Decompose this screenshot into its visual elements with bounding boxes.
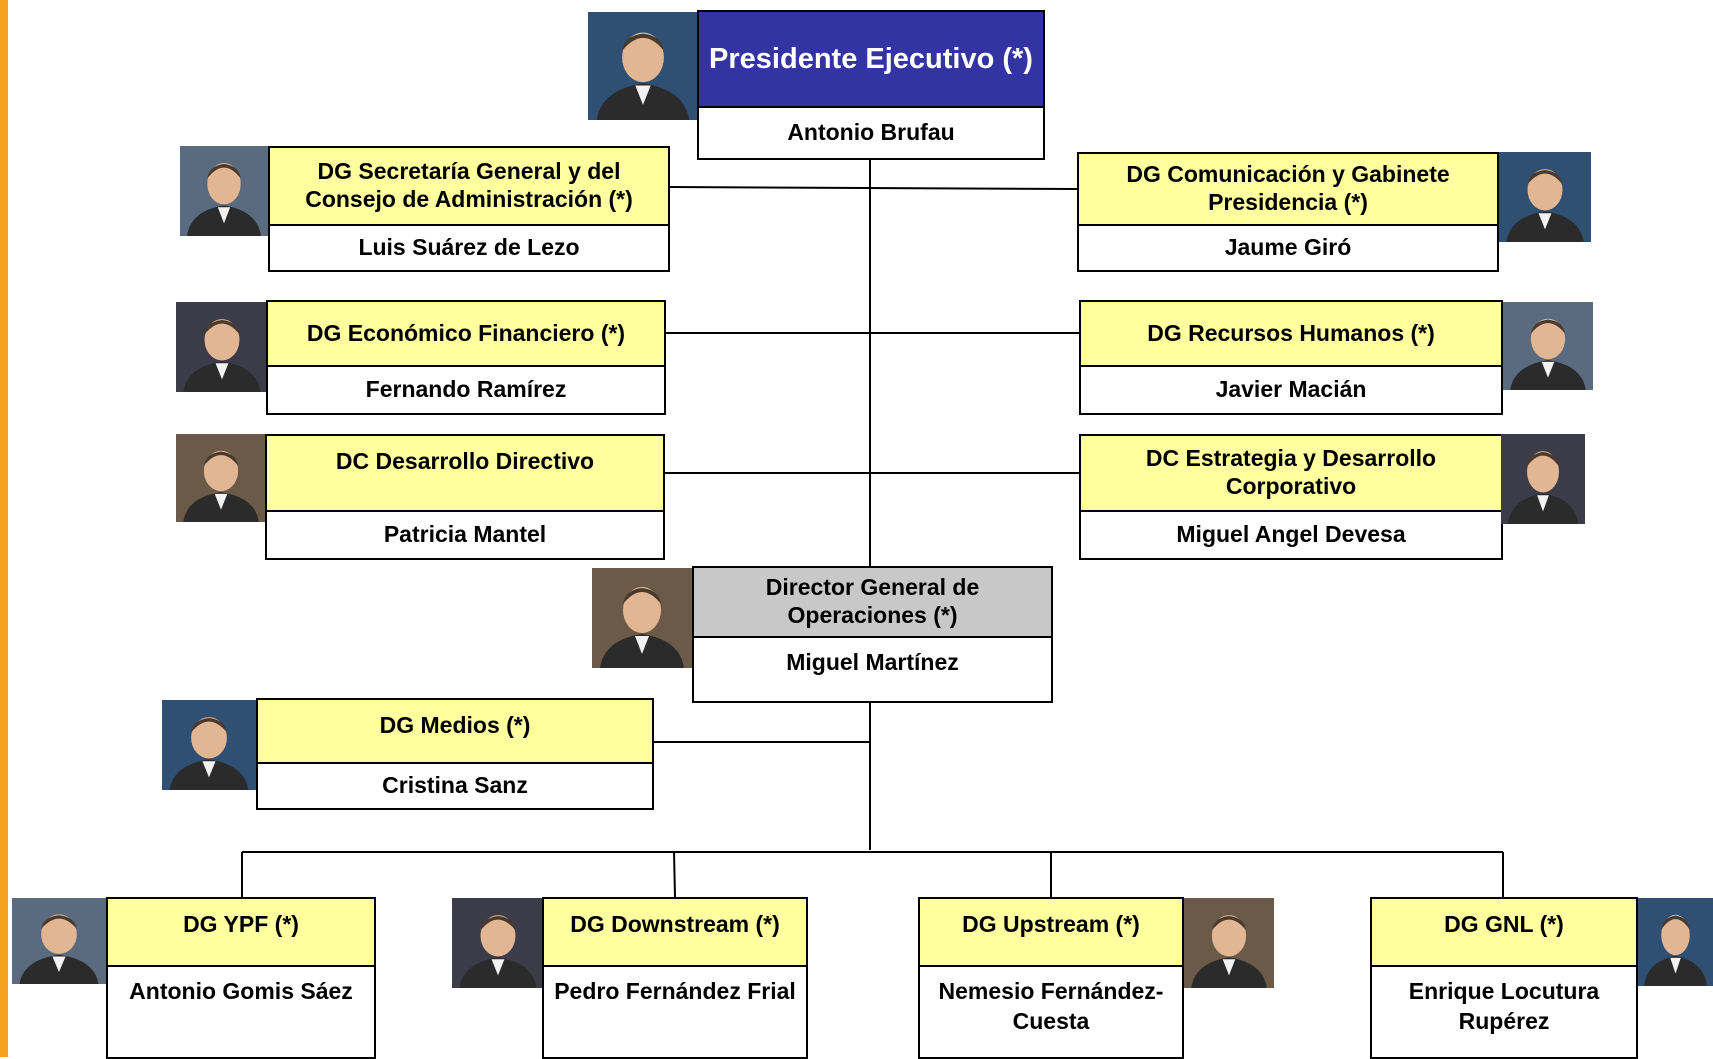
unit-name: Pedro Fernández Frial bbox=[542, 967, 808, 1059]
operations-title: Director General de Operaciones (*) bbox=[692, 566, 1053, 638]
president-title: Presidente Ejecutivo (*) bbox=[697, 10, 1045, 108]
unit-medios: DG Medios (*) Cristina Sanz bbox=[256, 698, 654, 810]
portrait-photo bbox=[176, 302, 268, 392]
unit-title: DG Upstream (*) bbox=[918, 897, 1184, 967]
unit-title: DG YPF (*) bbox=[106, 897, 376, 967]
operations-node: Director General de Operaciones (*) Migu… bbox=[692, 566, 1053, 703]
unit-recursos-humanos: DG Recursos Humanos (*) Javier Macián bbox=[1079, 300, 1503, 415]
portrait-photo bbox=[1638, 898, 1713, 986]
unit-name: Enrique Locutura Rupérez bbox=[1370, 967, 1638, 1059]
unit-title: DG Comunicación y Gabinete Presidencia (… bbox=[1077, 152, 1499, 226]
drop-downstream bbox=[673, 851, 676, 898]
unit-title: DC Desarrollo Directivo bbox=[265, 434, 665, 512]
president-node: Presidente Ejecutivo (*) Antonio Brufau bbox=[697, 10, 1045, 160]
portrait-photo bbox=[1503, 302, 1593, 390]
portrait-photo bbox=[176, 434, 266, 522]
portrait-photo bbox=[452, 898, 544, 988]
unit-title: DG GNL (*) bbox=[1370, 897, 1638, 967]
unit-name: Cristina Sanz bbox=[256, 764, 654, 810]
unit-secretaria: DG Secretaría General y del Consejo de A… bbox=[268, 146, 670, 272]
unit-title: DC Estrategia y Desarrollo Corporativo bbox=[1079, 434, 1503, 512]
unit-upstream: DG Upstream (*) Nemesio Fernández-Cuesta bbox=[918, 897, 1184, 1059]
unit-estrategia: DC Estrategia y Desarrollo Corporativo M… bbox=[1079, 434, 1503, 560]
unit-title: DG Medios (*) bbox=[256, 698, 654, 764]
unit-name: Nemesio Fernández-Cuesta bbox=[918, 967, 1184, 1059]
unit-gnl: DG GNL (*) Enrique Locutura Rupérez bbox=[1370, 897, 1638, 1059]
unit-title: DG Recursos Humanos (*) bbox=[1079, 300, 1503, 367]
unit-name: Antonio Gomis Sáez bbox=[106, 967, 376, 1059]
portrait-photo bbox=[12, 898, 106, 984]
unit-economico: DG Económico Financiero (*) Fernando Ram… bbox=[266, 300, 666, 415]
unit-name: Javier Macián bbox=[1079, 367, 1503, 415]
portrait-photo bbox=[162, 700, 256, 790]
portrait-photo bbox=[588, 12, 698, 120]
portrait-photo bbox=[180, 146, 268, 236]
operations-name: Miguel Martínez bbox=[692, 638, 1053, 703]
unit-title: DG Económico Financiero (*) bbox=[266, 300, 666, 367]
unit-downstream: DG Downstream (*) Pedro Fernández Frial bbox=[542, 897, 808, 1059]
unit-name: Fernando Ramírez bbox=[266, 367, 666, 415]
unit-ypf: DG YPF (*) Antonio Gomis Sáez bbox=[106, 897, 376, 1059]
portrait-photo bbox=[1499, 152, 1591, 242]
unit-name: Luis Suárez de Lezo bbox=[268, 226, 670, 272]
unit-name: Jaume Giró bbox=[1077, 226, 1499, 272]
unit-title: DG Secretaría General y del Consejo de A… bbox=[268, 146, 670, 226]
portrait-photo bbox=[592, 568, 692, 668]
portrait-photo bbox=[1501, 434, 1585, 524]
unit-name: Miguel Angel Devesa bbox=[1079, 512, 1503, 560]
unit-desarrollo-directivo: DC Desarrollo Directivo Patricia Mantel bbox=[265, 434, 665, 560]
accent-bar bbox=[0, 0, 8, 1057]
unit-title: DG Downstream (*) bbox=[542, 897, 808, 967]
unit-name: Patricia Mantel bbox=[265, 512, 665, 560]
unit-comunicacion: DG Comunicación y Gabinete Presidencia (… bbox=[1077, 152, 1499, 272]
president-name: Antonio Brufau bbox=[697, 108, 1045, 160]
portrait-photo bbox=[1184, 898, 1274, 988]
connector-row-1 bbox=[667, 186, 1078, 190]
